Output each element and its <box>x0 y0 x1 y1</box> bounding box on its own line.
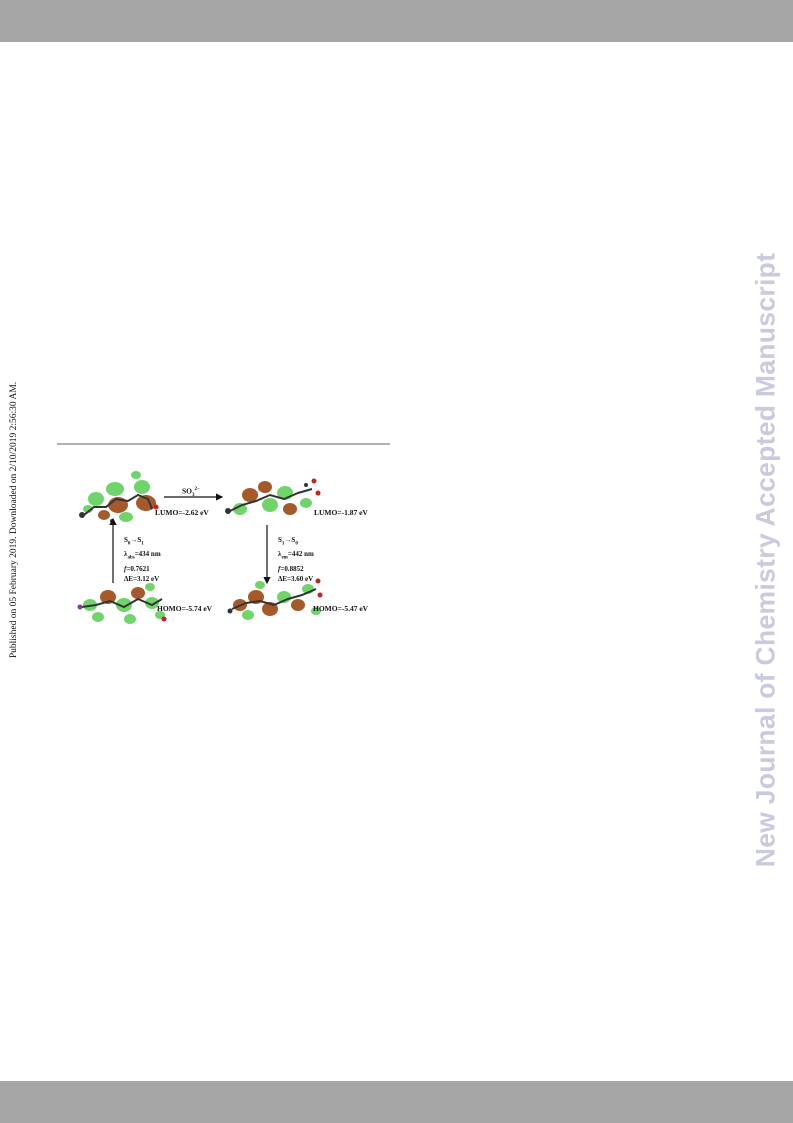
lumo-left-label: LUMO=-2.62 eV <box>155 508 209 517</box>
molecule-lumo-left <box>79 471 159 523</box>
top-banner <box>0 0 793 42</box>
emission-info: S1→S0 λem=442 nm f=0.8852 ΔE=3.60 eV <box>278 536 314 583</box>
figure-rule <box>57 443 390 445</box>
watermark-text: New Journal of Chemistry Accepted Manusc… <box>750 252 781 868</box>
homo-left-label: HOMO=-5.74 eV <box>157 604 213 613</box>
orbital-diagram <box>77 471 323 624</box>
publication-date-text: Published on 05 February 2019. Downloade… <box>9 381 19 659</box>
molecule-lumo-right <box>225 478 321 515</box>
molecule-homo-left <box>77 583 167 624</box>
lumo-right-label: LUMO=-1.87 eV <box>314 508 368 517</box>
orbital-figure: SO32− LUMO=-2.62 eV LUMO=-1.87 eV HOMO=-… <box>60 465 390 635</box>
bottom-banner <box>0 1081 793 1123</box>
homo-right-label: HOMO=-5.47 eV <box>313 604 369 613</box>
molecule-homo-right <box>227 578 323 620</box>
absorption-info: S0→S1 λabs=434 nm f=0.7621 ΔE=3.12 eV <box>124 536 161 583</box>
reagent-label: SO32− <box>182 486 200 498</box>
